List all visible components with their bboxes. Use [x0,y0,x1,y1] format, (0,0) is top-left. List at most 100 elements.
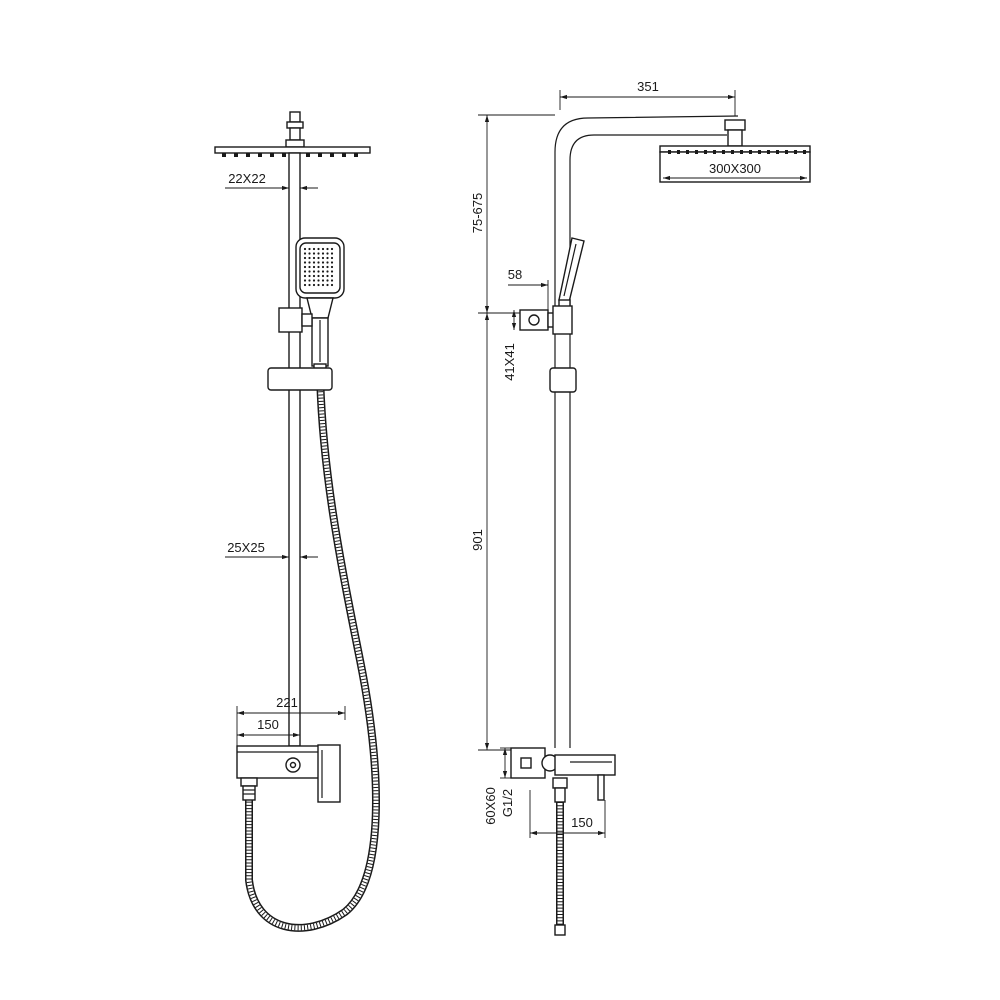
dim-22x22-label: 22X22 [228,171,266,186]
nozzle [282,153,286,157]
side-head-nozzles [668,150,806,154]
spray-dot [308,270,311,273]
spray-dot [317,270,320,273]
nozzle [342,153,346,157]
nozzle [306,153,310,157]
side-slide-holder [549,367,577,393]
spray-dot [312,274,316,278]
spray-dot [321,252,325,255]
spray-dot [330,274,334,278]
head-nozzle [803,150,806,154]
spray-dot [321,265,325,269]
mixer-lever [317,744,341,803]
head-nozzle [731,150,734,154]
spray-dot [308,261,311,264]
spray-dot [330,261,334,264]
head-nozzle [785,150,788,154]
spray-dot [317,261,320,264]
nozzle [234,153,238,157]
spray-dot [321,247,325,251]
dim-150-side: 150 [529,790,606,838]
dim-75-675-label: 75-675 [470,193,485,233]
side-head-connector [724,119,746,147]
dim-901-label: 901 [470,529,485,551]
nozzle [330,153,334,157]
spray-dot [326,274,329,278]
nozzle [318,153,322,157]
spray-dot [321,256,325,260]
side-bracket [519,305,573,335]
spray-dot [317,283,320,287]
dim-150-side-label: 150 [571,815,593,830]
spray-dot [312,261,316,264]
front-hand-shower-holder [278,307,313,333]
spray-dot [326,270,329,273]
spray-dot [303,283,307,287]
mixer-outlet [240,777,258,787]
spray-dot [312,279,316,282]
spray-dot [326,265,329,269]
dim-150-front: 150 [237,717,301,746]
dim-25x25: 25X25 [225,540,318,560]
spray-dot [321,261,325,264]
spray-dot [308,283,311,287]
spray-dot [317,247,320,251]
front-mixer [236,744,341,803]
side-mixer-lever [597,774,605,801]
front-hand-shower [295,237,345,373]
head-nozzle [776,150,779,154]
spray-dot [321,270,325,273]
side-hose [554,802,566,936]
spray-dot [303,256,307,260]
side-wall-connector [510,747,546,779]
head-nozzle [722,150,725,154]
dim-300x300-label: 300X300 [709,161,761,176]
spray-dot [303,279,307,282]
spray-dot [326,261,329,264]
dim-60x60: 60X60 G1/2 [483,747,515,825]
nozzle [258,153,262,157]
side-pipe-and-arm [554,115,739,748]
spray-dot [326,247,329,251]
spray-dot [303,261,307,264]
front-head-connector [285,111,305,148]
head-nozzle [668,150,671,154]
spray-dot [317,252,320,255]
spray-dot [326,256,329,260]
spray-dot [303,265,307,269]
spray-dot [308,274,311,278]
spray-dot [317,274,320,278]
front-hose [245,371,380,932]
head-nozzle [704,150,707,154]
spray-dot [326,252,329,255]
spray-dot [303,247,307,251]
spray-dot [330,247,334,251]
spray-dot [312,252,316,255]
head-nozzle [794,150,797,154]
spray-dot [330,283,334,287]
spray-dot [312,270,316,273]
dim-22x22: 22X22 [225,171,318,191]
head-nozzle [740,150,743,154]
head-nozzle [686,150,689,154]
head-nozzle [767,150,770,154]
spray-dot [308,265,311,269]
spray-dot [308,247,311,251]
head-nozzle [749,150,752,154]
spray-dot [317,279,320,282]
dim-41x41-label: 41X41 [502,343,517,381]
spray-dot [312,283,316,287]
dim-75-675: 75-675 [470,114,555,314]
spray-dot [308,256,311,260]
hand-shower-spray-dots [303,247,334,287]
dim-221-label: 221 [276,695,298,710]
nozzle [246,153,250,157]
spray-dot [330,270,334,273]
spray-dot [303,270,307,273]
side-hand-shower [558,237,585,309]
dim-58-label: 58 [508,267,522,282]
front-slide-holder [267,367,333,391]
side-mixer [510,747,616,803]
head-nozzle [713,150,716,154]
dim-221: 221 [236,695,346,746]
